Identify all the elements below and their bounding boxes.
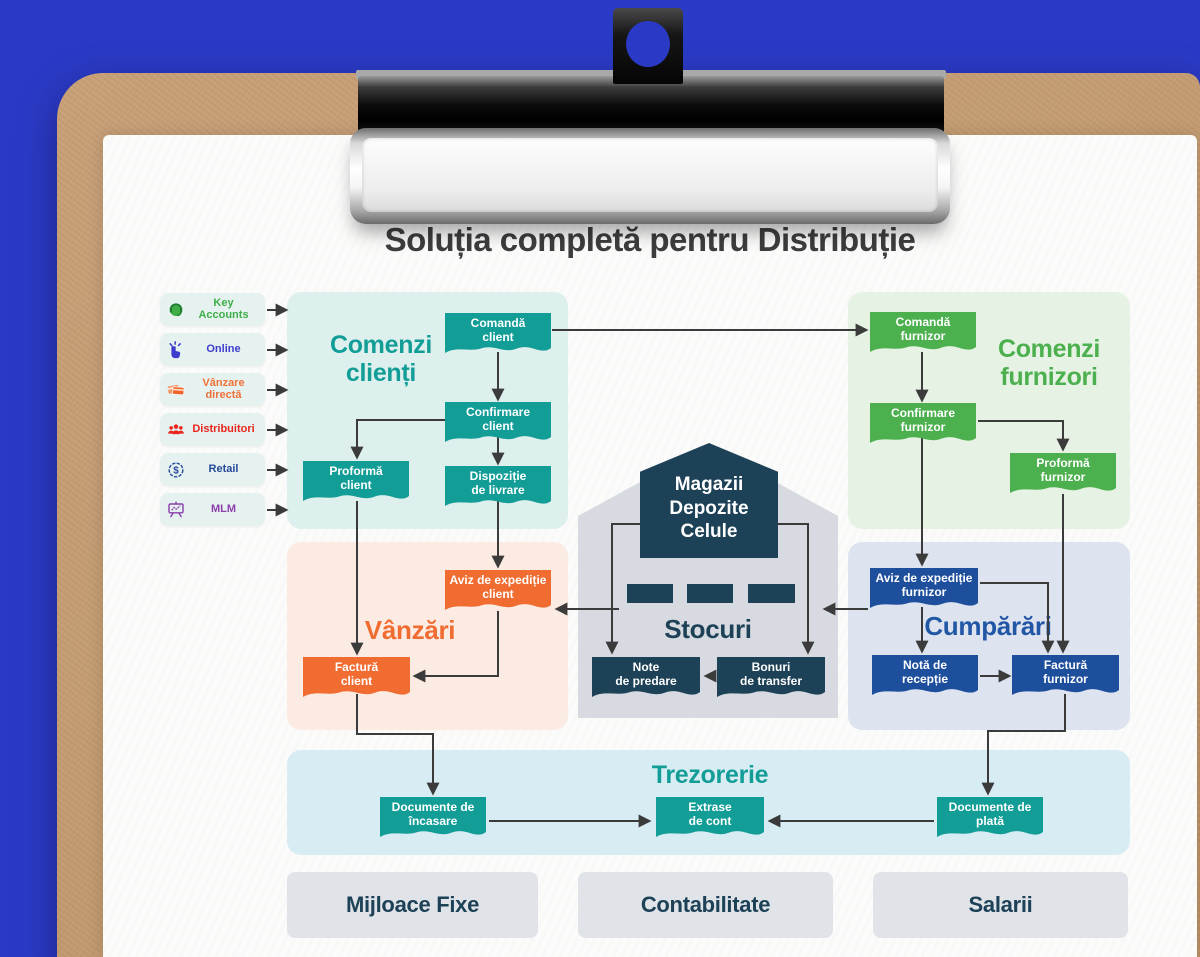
people-group-icon (166, 420, 186, 440)
channel-label: Retail (208, 462, 239, 475)
module-label: Salarii (968, 892, 1033, 917)
clip-hanger-hole (626, 21, 670, 67)
headset-person-icon (166, 300, 186, 320)
doc-box-label: Confirmare client (465, 405, 530, 433)
page-title: Soluția completă pentru Distribuție (384, 221, 916, 258)
doc-box-comanda-client: Comandă client (445, 313, 551, 359)
doc-box-documente-plata: Documente de plată (937, 797, 1043, 843)
channel-mlm: MLM (160, 493, 265, 526)
doc-box-comanda-furnizor: Comandă furnizor (870, 312, 976, 358)
clip-chrome-bar (350, 128, 950, 224)
channel-distribuitori: Distribuitori (160, 413, 265, 446)
doc-box-dispozitie-livrare: Dispoziție de livrare (445, 466, 551, 512)
module-mijloace-fixe: Mijloace Fixe (287, 872, 538, 938)
doc-box-factura-furnizor: Factură furnizor (1012, 655, 1119, 701)
doc-box-confirmare-furnizor: Confirmare furnizor (870, 403, 976, 449)
heading-sales: Vânzări (364, 615, 456, 645)
doc-box-aviz-expeditie-furnizor: Aviz de expediție furnizor (870, 568, 978, 614)
doc-box-label: Note de predare (615, 660, 677, 688)
channel-label: Distribuitori (192, 422, 255, 435)
channel-key-accounts: Key Accounts (160, 293, 265, 326)
channel-vanzare-directa: Vânzare directă (160, 373, 265, 406)
stock-bin (627, 584, 673, 603)
channel-online: Online (160, 333, 265, 366)
doc-box-label: Comandă client (470, 316, 526, 344)
doc-box-extrase-cont: Extrase de cont (656, 797, 764, 843)
doc-box-label: Factură furnizor (1043, 658, 1088, 686)
svg-text:$: $ (173, 465, 179, 476)
doc-box-label: Notă de recepție (901, 658, 949, 686)
click-hand-icon (166, 340, 186, 360)
heading-purchases: Cumpărări (924, 611, 1052, 641)
doc-box-label: Bonuri de transfer (739, 660, 803, 688)
module-salarii: Salarii (873, 872, 1128, 938)
heading-stocks: Stocuri (664, 614, 752, 644)
clip-chrome-highlight (362, 138, 938, 212)
doc-box-note-predare: Note de predare (592, 657, 700, 703)
module-label: Mijloace Fixe (345, 892, 480, 917)
module-label: Contabilitate (640, 892, 771, 917)
stock-bin (687, 584, 733, 603)
doc-box-label: Aviz de expediție furnizor (875, 571, 973, 599)
channel-label: Key Accounts (198, 296, 249, 321)
doc-box-label: Proformă furnizor (1036, 456, 1090, 484)
doc-box-aviz-expeditie-client: Aviz de expediție client (445, 570, 551, 616)
doc-box-proforma-furnizor: Proformă furnizor (1010, 453, 1116, 499)
channel-retail: $ Retail (160, 453, 265, 486)
doc-box-label: Proformă client (329, 464, 383, 492)
heading-client-orders: Comenzi clienți (329, 331, 433, 387)
dollar-coin-icon: $ (166, 460, 186, 480)
doc-box-label: Factură client (334, 660, 379, 688)
doc-box-label: Documente de încasare (391, 800, 475, 828)
module-contabilitate: Contabilitate (578, 872, 833, 938)
doc-box-proforma-client: Proformă client (303, 461, 409, 507)
presentation-board-icon (166, 500, 186, 520)
heading-supplier-orders: Comenzi furnizori (997, 335, 1101, 391)
doc-box-factura-client: Factură client (303, 657, 410, 703)
doc-box-confirmare-client: Confirmare client (445, 402, 551, 448)
channel-label: Online (206, 342, 241, 355)
doc-box-documente-incasare: Documente de încasare (380, 797, 486, 843)
doc-box-label: Confirmare furnizor (890, 406, 955, 434)
channel-label: MLM (210, 502, 237, 515)
doc-box-label: Comandă furnizor (895, 315, 951, 343)
doc-box-nota-receptie: Notă de recepție (872, 655, 978, 701)
heading-treasury: Trezorerie (651, 761, 769, 789)
clip-hanger-tab (613, 8, 683, 84)
doc-box-label: Dispoziție de livrare (469, 469, 527, 497)
credit-cards-icon (166, 380, 186, 400)
stock-bin (748, 584, 795, 603)
doc-box-label: Aviz de expediție client (449, 573, 547, 601)
doc-box-label: Documente de plată (948, 800, 1032, 828)
doc-box-bonuri-transfer: Bonuri de transfer (717, 657, 825, 703)
channel-label: Vânzare directă (202, 376, 245, 401)
doc-box-label: Extrase de cont (688, 800, 732, 828)
